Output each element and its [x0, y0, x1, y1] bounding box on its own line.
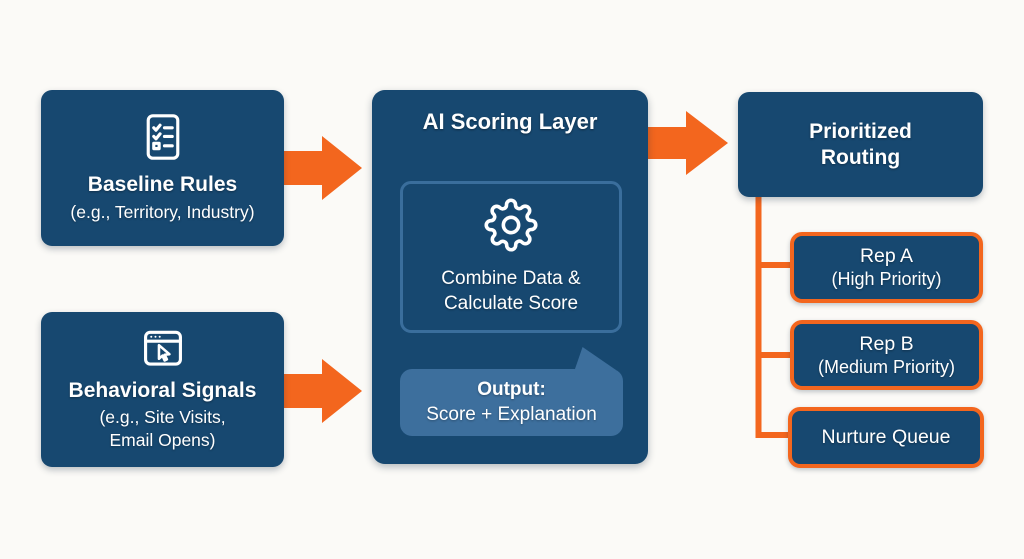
rep-a-box: Rep A (High Priority): [790, 232, 983, 303]
rep-b-box: Rep B (Medium Priority): [790, 320, 983, 390]
arrow-behavioral-to-scoring: [278, 359, 362, 423]
gear-icon: [484, 198, 538, 252]
output-detail: Score + Explanation: [426, 403, 597, 425]
rep-b-title: Rep B: [859, 332, 914, 355]
combine-calculate-label: Combine Data & Calculate Score: [441, 266, 580, 317]
output-heading: Output:: [477, 378, 546, 400]
prioritized-routing-title: Prioritized Routing: [809, 119, 912, 169]
behavioral-signals-subtitle-line1: (e.g., Site Visits,: [99, 407, 226, 428]
baseline-rules-box: Baseline Rules (e.g., Territory, Industr…: [41, 90, 284, 246]
routing-branch-rep-b: [755, 352, 794, 358]
rep-a-title: Rep A: [859, 245, 914, 268]
combine-calculate-line2: Calculate Score: [443, 293, 579, 314]
baseline-rules-subtitle: (e.g., Territory, Industry): [70, 201, 255, 222]
behavioral-signals-box: Behavioral Signals (e.g., Site Visits, E…: [41, 312, 284, 467]
output-bubble: Output: Score + Explanation: [400, 347, 623, 436]
arrow-baseline-to-scoring: [278, 136, 362, 200]
arrow-scoring-to-routing: [644, 111, 728, 175]
ai-scoring-layer-box: AI Scoring Layer Combine Data & Calculat…: [372, 90, 648, 464]
rep-a-subtitle: (High Priority): [831, 269, 942, 290]
ai-scoring-layer-title: AI Scoring Layer: [422, 109, 598, 134]
routing-trunk-line: [755, 195, 762, 438]
rep-b-subtitle: (Medium Priority): [817, 356, 955, 377]
nurture-queue-title: Nurture Queue: [821, 426, 951, 449]
routing-branch-nurture: [755, 432, 794, 438]
combine-calculate-box: Combine Data & Calculate Score: [400, 181, 622, 333]
checklist-icon: [142, 113, 184, 161]
baseline-rules-title: Baseline Rules: [87, 173, 238, 196]
behavioral-signals-subtitle-line2: Email Opens): [109, 429, 216, 450]
combine-calculate-line1: Combine Data &: [441, 267, 581, 289]
behavioral-signals-title: Behavioral Signals: [68, 378, 257, 402]
routing-branch-rep-a: [755, 262, 794, 268]
prioritized-routing-box: Prioritized Routing: [738, 92, 983, 197]
output-bubble-tail: [574, 347, 616, 370]
nurture-queue-box: Nurture Queue: [788, 407, 984, 468]
browser-cursor-icon: [141, 328, 185, 369]
